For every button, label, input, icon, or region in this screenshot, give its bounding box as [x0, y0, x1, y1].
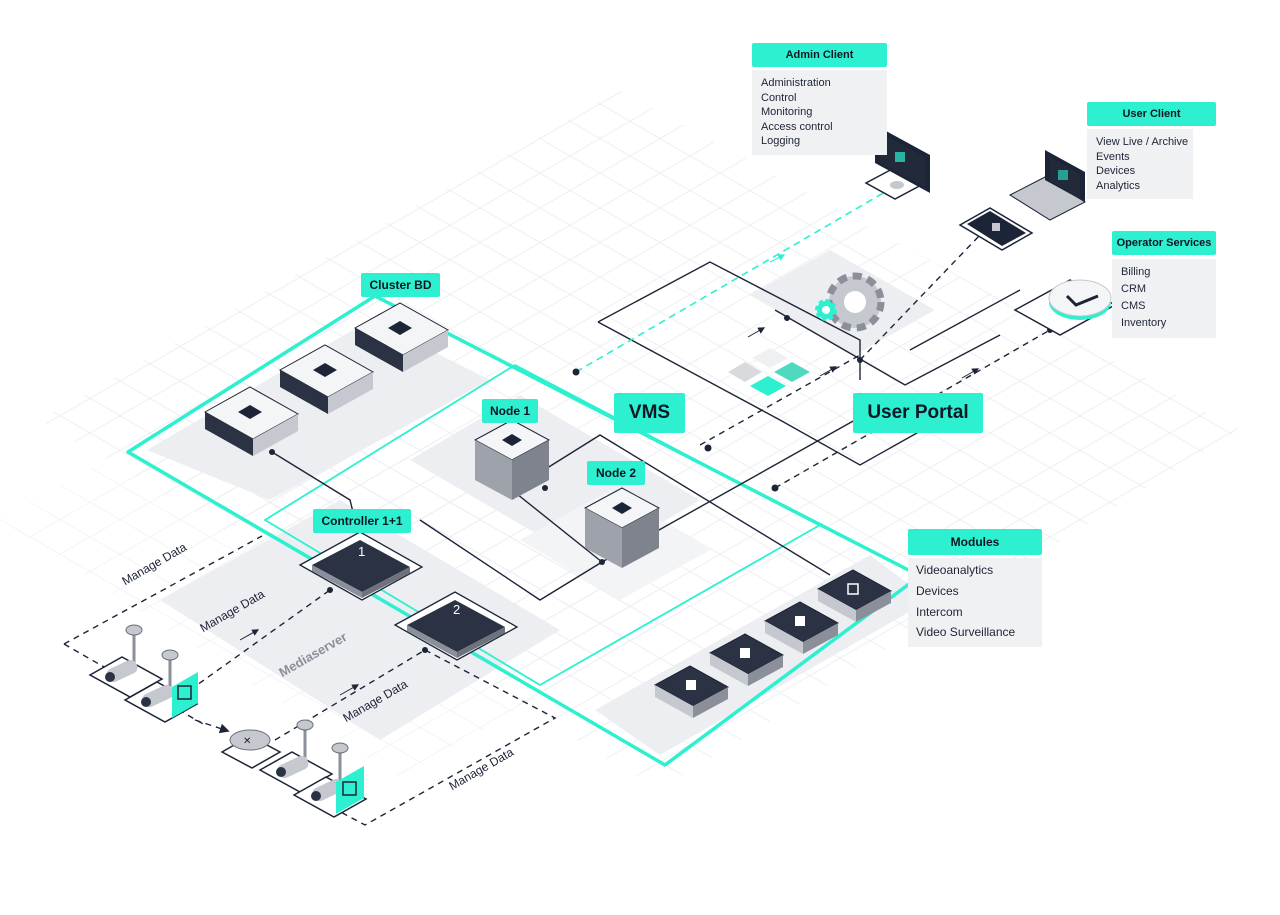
user-client-info: View Live / Archive Events Devices Analy… — [1087, 129, 1193, 200]
cluster-bd-label: Cluster BD — [361, 273, 440, 297]
cpu-chip-icon — [298, 531, 424, 601]
modules-label: Modules — [908, 529, 1042, 555]
operator-services-item: CMS — [1121, 300, 1146, 312]
user-client-item: Devices — [1096, 165, 1136, 178]
monitor-icon — [864, 125, 930, 200]
module-item: Video Surveillance — [916, 625, 1016, 640]
controller-label: Controller 1+1 — [313, 509, 411, 533]
laptop-icon — [1008, 150, 1087, 221]
face-recognition-icon — [336, 766, 364, 814]
module-box-icon — [708, 633, 785, 686]
face-recognition-icon — [172, 672, 198, 718]
modules-info: Videoanalytics Devices Intercom Video Su… — [908, 558, 1042, 648]
server-icon — [278, 344, 375, 414]
router-icon: ✕ — [220, 729, 282, 769]
server-icon — [203, 386, 300, 456]
operator-services-item: CRM — [1121, 283, 1147, 295]
cube-node-icon — [583, 487, 661, 568]
checkmark-dish-icon — [1013, 279, 1117, 336]
admin-client-item: Logging — [761, 135, 801, 148]
operator-services-item: Inventory — [1121, 317, 1167, 329]
admin-client-item: Monitoring — [761, 106, 813, 119]
user-client-item: Analytics — [1096, 179, 1141, 192]
gear-icon — [815, 272, 885, 332]
operator-services-label: Operator Services — [1112, 231, 1216, 255]
controller-2-number: 2 — [453, 602, 460, 617]
module-box-icon — [763, 601, 840, 654]
module-item: Devices — [916, 583, 959, 598]
admin-client-item: Control — [761, 91, 797, 104]
user-client-item: Events — [1096, 150, 1130, 163]
admin-client-item: Administration — [761, 77, 831, 89]
module-box-icon — [653, 665, 730, 718]
module-item: Intercom — [916, 604, 963, 619]
operator-services-item: Billing — [1121, 266, 1151, 278]
user-client-label: User Client — [1087, 102, 1216, 126]
module-box-icon — [816, 569, 893, 622]
module-item: Videoanalytics — [916, 563, 994, 577]
admin-client-info: Administration Control Monitoring Access… — [752, 70, 887, 155]
vms-label: VMS — [614, 393, 685, 433]
server-icon — [353, 302, 450, 372]
camera-icon — [258, 719, 334, 793]
operator-services-info: Billing CRM CMS Inventory — [1112, 259, 1216, 338]
node-2-label: Node 2 — [587, 461, 645, 485]
admin-client-item: Access control — [761, 120, 833, 133]
camera-icon — [88, 624, 164, 698]
node-1-label: Node 1 — [482, 399, 538, 423]
controller-1-number: 1 — [358, 544, 365, 559]
svg-text:✕: ✕ — [243, 736, 251, 747]
status-tiles — [728, 348, 810, 396]
user-client-item: View Live / Archive — [1096, 136, 1189, 148]
cube-node-icon — [473, 419, 551, 500]
admin-client-label: Admin Client — [752, 43, 887, 67]
tablet-icon — [958, 207, 1034, 251]
user-portal-label: User Portal — [853, 393, 983, 433]
cpu-chip-icon — [393, 591, 519, 661]
